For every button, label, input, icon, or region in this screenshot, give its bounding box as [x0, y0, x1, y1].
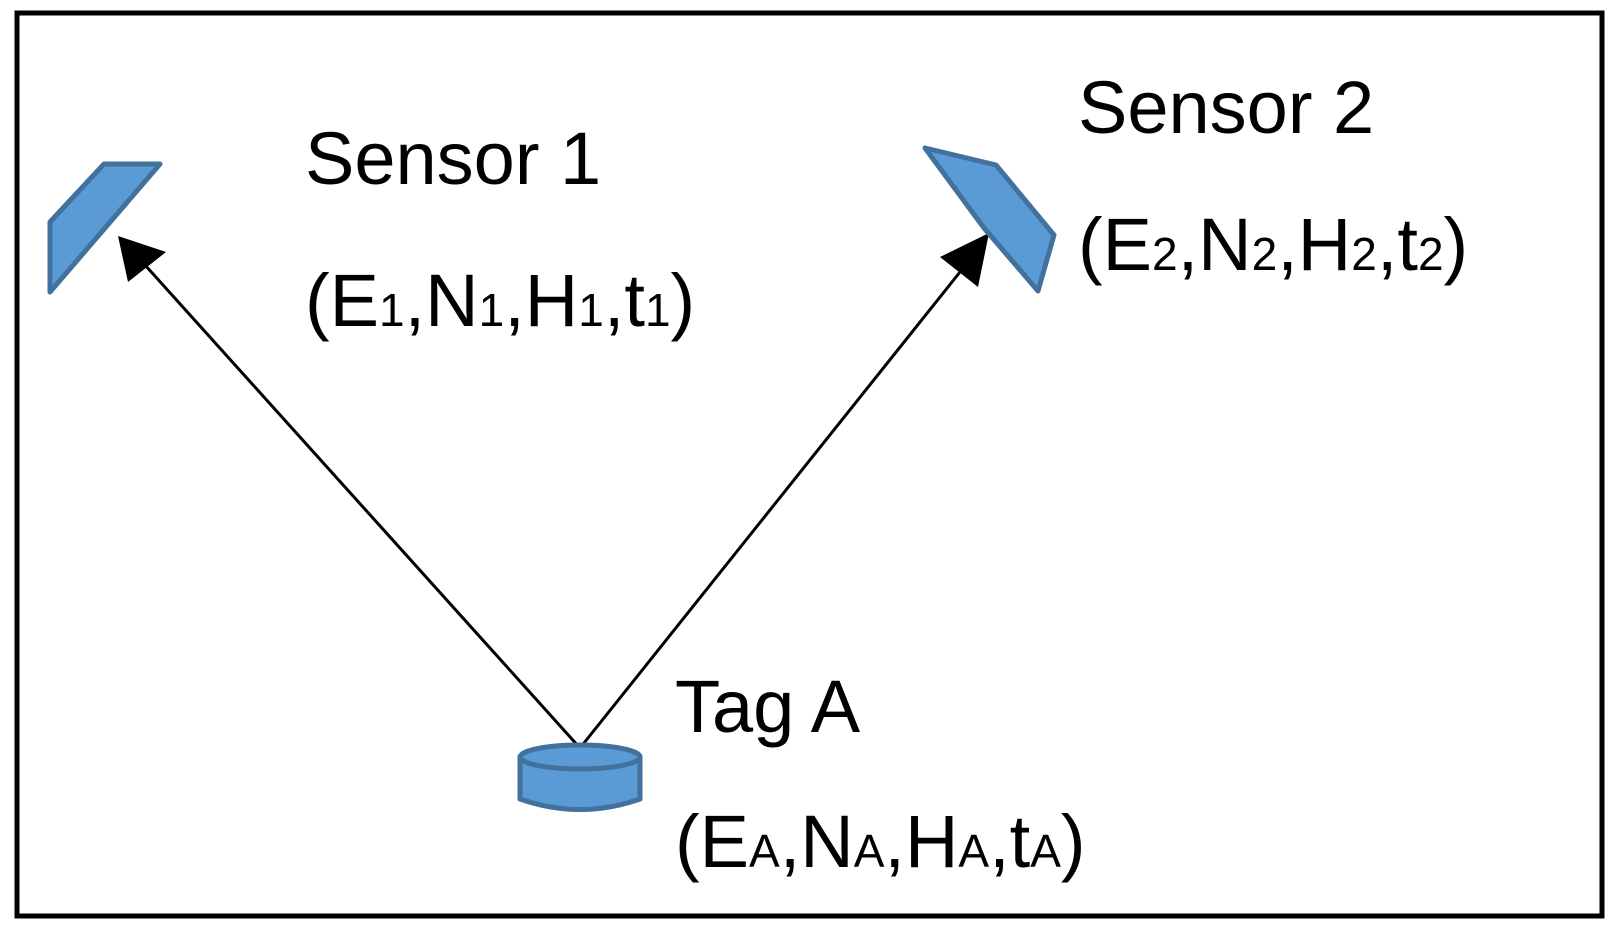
sensor-2-device: [922, 145, 1057, 294]
signal-arrow-to-sensor-2: [578, 233, 989, 749]
sensor-2-title: Sensor 2: [1078, 66, 1374, 149]
signal-arrow-to-sensor-1: [118, 236, 582, 750]
sensor-1-coordinates: (E1,N1,H1,t1): [305, 259, 695, 342]
sensor-1-title: Sensor 1: [305, 117, 601, 200]
sensor-2-coordinates: (E2,N2,H2,t2): [1078, 203, 1468, 286]
tag-a-title: Tag A: [675, 665, 861, 748]
sensor-1-device: [47, 161, 163, 295]
tag-a-coordinates: (EA,NA,HA,tA): [675, 800, 1086, 883]
diagram-frame: [14, 10, 1605, 919]
tag-a-device: [517, 742, 643, 812]
